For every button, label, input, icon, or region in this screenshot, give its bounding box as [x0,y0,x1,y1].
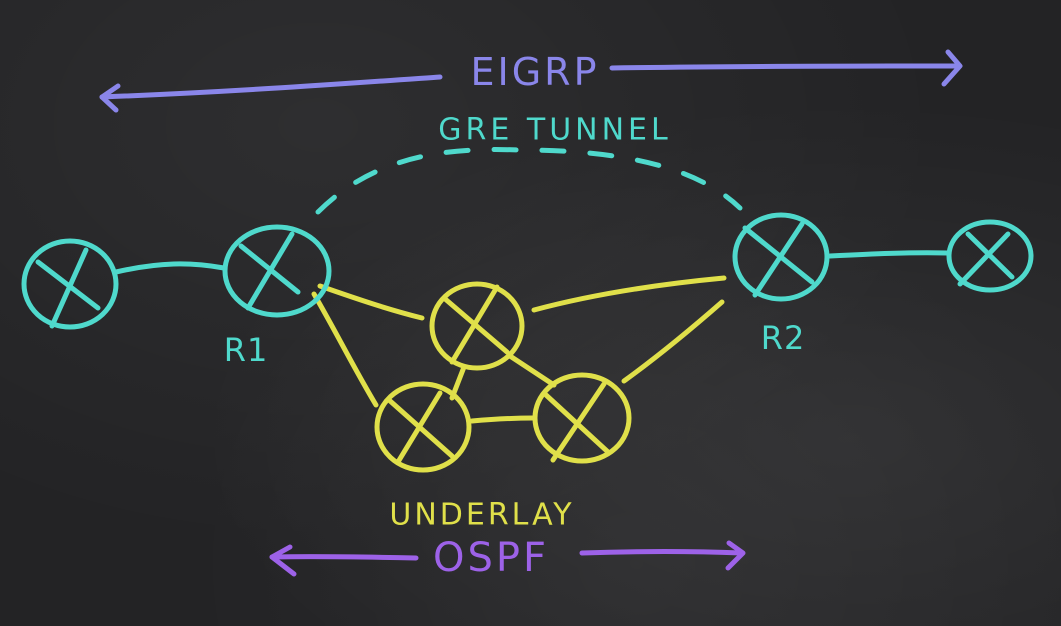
router-left-edge [21,238,119,330]
link-u1-r2 [531,275,727,313]
router-r1 [222,224,332,318]
gre-tunnel-link [315,147,743,215]
link-r1-u1 [317,283,425,321]
router-u2 [374,381,472,473]
router-r2 [732,212,830,302]
router-u3 [532,372,632,464]
router-right-edge [946,219,1034,293]
router-u1 [429,281,525,371]
link-u2-u3 [469,415,536,424]
ospf-arrow [269,540,746,577]
ospf-label: OSPF [432,535,550,581]
link-r1-u2 [311,291,379,408]
underlay-links [311,275,727,424]
link-u3-r2 [621,299,725,384]
underlay-label: UNDERLAY [389,497,575,533]
link-left-edge-r1 [113,261,227,275]
link-r2-right-edge [827,250,951,259]
eigrp-arrow [99,49,963,113]
link-u1-u3 [507,353,557,388]
gre-tunnel-label: GRE TUNNEL [438,112,672,148]
router-r2-label: R2 [760,319,806,357]
router-r1-label: R1 [223,331,269,369]
eigrp-label: EIGRP [470,50,600,94]
